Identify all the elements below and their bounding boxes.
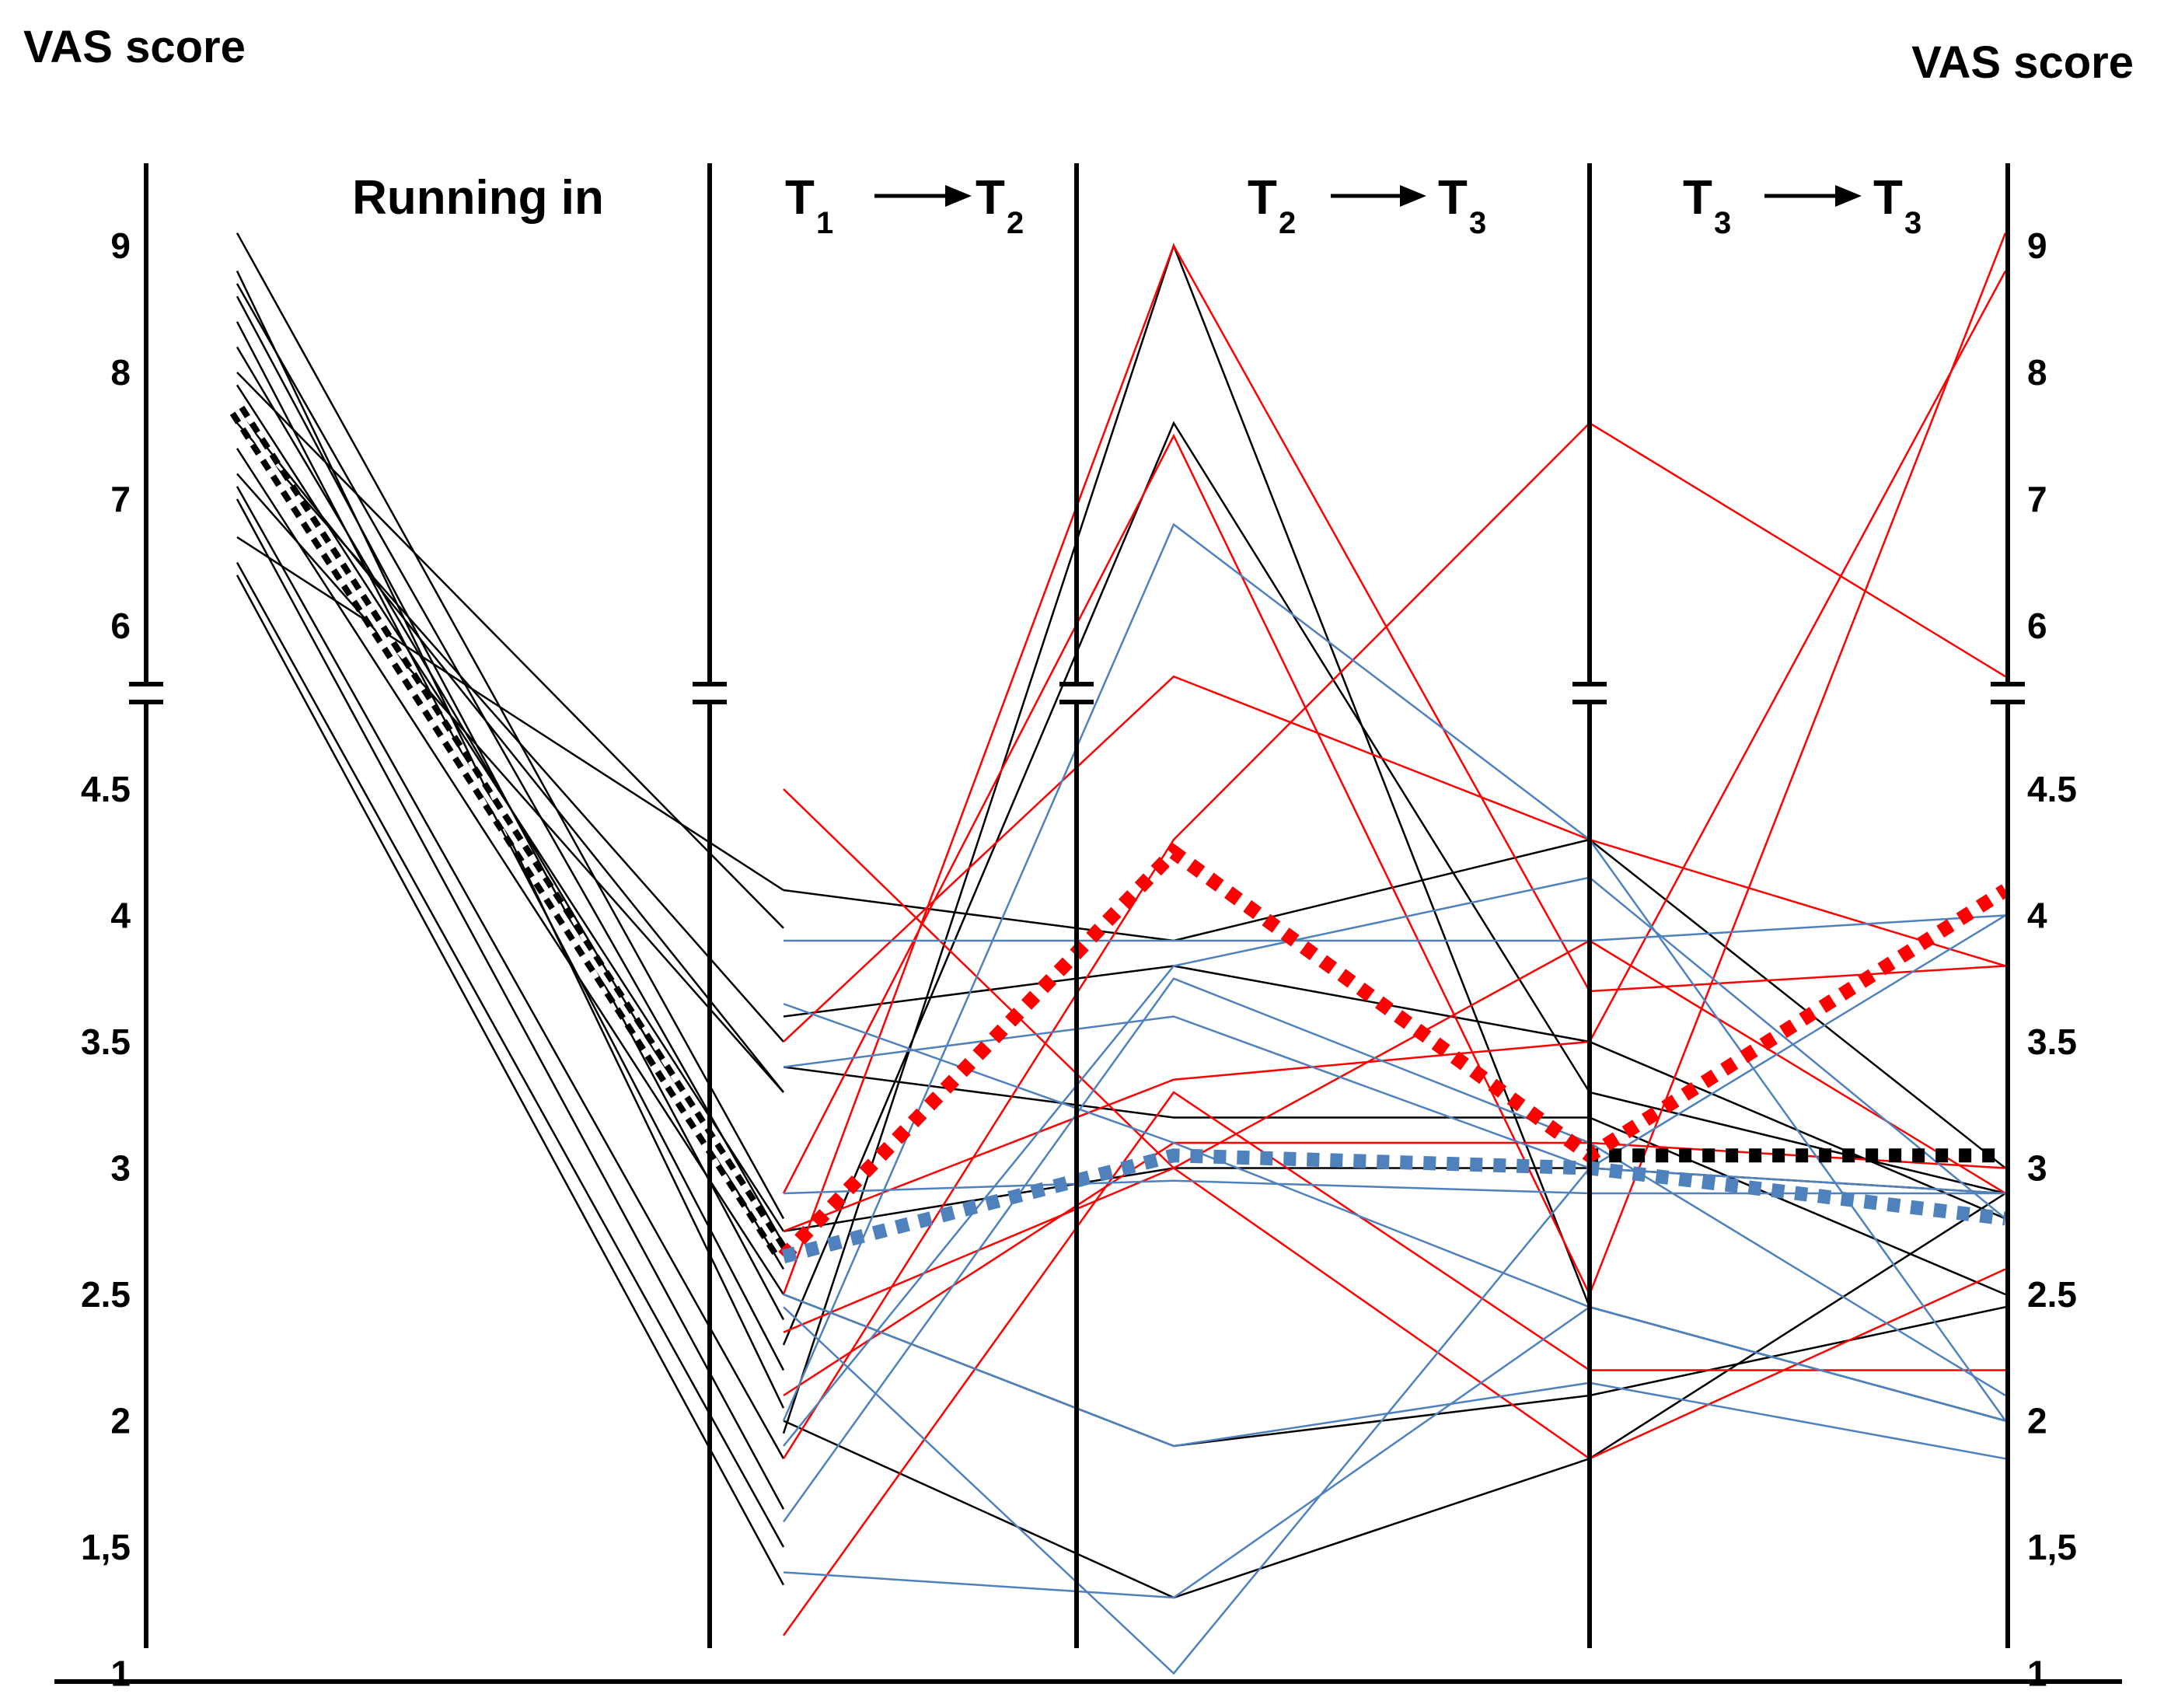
y-tick-label-left: 3	[110, 1148, 131, 1189]
running-in-line	[236, 422, 784, 1043]
patient-line-blue	[783, 876, 2006, 1447]
patient-line-black	[783, 1066, 2006, 1296]
running-in-line	[236, 448, 785, 1295]
mean-line-blue	[781, 1148, 2007, 1263]
y-tick-label-right: 1	[2027, 1654, 2047, 1694]
patient-line-blue	[783, 1015, 2006, 1195]
y-tick-label-right: 8	[2027, 352, 2047, 393]
y-tick-label-left: 8	[110, 352, 131, 393]
patient-line-red	[782, 232, 2007, 1298]
section-title-t3-t3-from-sub: 3	[1714, 206, 1731, 240]
patient-line-red	[782, 243, 2006, 1295]
running-in-line	[236, 536, 784, 892]
y-tick-label-right: 7	[2027, 479, 2047, 519]
section-title-t2-t3-to: T	[1438, 171, 1468, 225]
section-title-t3-t3-from: T	[1683, 171, 1712, 225]
patient-line-blue	[783, 914, 2006, 1675]
running-in-mean-core	[235, 409, 786, 1258]
mean-line-red	[778, 843, 2009, 1262]
running-in-line	[236, 410, 784, 1093]
y-tick-label-left: 2.5	[81, 1274, 131, 1315]
patient-line-black	[783, 1192, 2006, 1599]
patient-line-red	[783, 271, 2007, 1232]
y-tick-label-right: 2.5	[2027, 1274, 2077, 1315]
section-title-t2-t3-to-sub: 3	[1469, 206, 1486, 240]
y-tick-label-left: 9	[110, 225, 131, 266]
patient-line-blue	[782, 522, 2007, 1422]
running-in-line	[236, 473, 784, 1093]
section-title-t1-t2-from: T	[785, 171, 815, 225]
y-tick-label-right: 3.5	[2027, 1022, 2077, 1062]
y-tick-label-left: 4.5	[81, 769, 131, 809]
patient-line-blue	[783, 1305, 2006, 1599]
running-in-line	[236, 561, 785, 1548]
running-in-line	[236, 283, 785, 1245]
y-tick-label-left: 1	[110, 1654, 131, 1694]
y-tick-label-right: 4.5	[2027, 769, 2077, 809]
y-tick-label-right: 1,5	[2027, 1527, 2077, 1567]
y-tick-label-right: 4	[2027, 896, 2047, 936]
y-tick-label-left: 6	[110, 606, 131, 646]
running-in-line	[236, 498, 785, 1510]
patient-line-red	[782, 1091, 2005, 1636]
patient-line-blue	[782, 977, 2006, 1523]
y-tick-label-right: 2	[2027, 1401, 2047, 1441]
patient-line-blue	[784, 914, 2006, 942]
section-title-t2-t3-arrow-head	[1400, 185, 1426, 207]
y-tick-label-right: 6	[2027, 606, 2047, 646]
section-title-t3-t3-to-sub: 3	[1904, 206, 1921, 240]
y-tick-label-right: 9	[2027, 225, 2047, 266]
section-title-t1-t2-from-sub: 1	[816, 206, 833, 240]
y-tick-label-right: 3	[2027, 1148, 2047, 1189]
y-tick-label-left: 4	[110, 896, 131, 936]
y-tick-label-left: 2	[110, 1401, 131, 1441]
patient-line-red	[783, 675, 2006, 1043]
patient-line-blue	[783, 1293, 2006, 1460]
patient-line-black	[783, 838, 2006, 1169]
running-in-line	[236, 232, 785, 1220]
patient-line-red	[783, 788, 2006, 1195]
section-title-t2-t3-from-sub: 2	[1279, 206, 1296, 240]
axes	[54, 163, 2122, 1684]
y-tick-label-left: 3.5	[81, 1022, 131, 1062]
section-title-t3-t3-arrow-head	[1835, 185, 1862, 207]
y-tick-label-left: 1,5	[81, 1527, 131, 1567]
section-title-t1-t2-to: T	[976, 171, 1005, 225]
running-in-line	[236, 575, 785, 1586]
running-in-line	[236, 372, 784, 929]
running-in-line	[236, 486, 785, 1459]
section-title-t2-t3-from: T	[1248, 171, 1277, 225]
section-title-t1-t2-to-sub: 2	[1007, 206, 1024, 240]
patient-line-red	[783, 1141, 2006, 1397]
section-title-running-in: Running in	[352, 171, 604, 225]
section-title-t1-t2-arrow-head	[945, 185, 972, 207]
y-tick-label-left: 7	[110, 479, 131, 519]
y-axis-title-left: VAS score	[23, 22, 246, 72]
labels: VAS score VAS score 9 9 8 8 7 7 6 6 4.5 4.5 4 4 3.5 3…	[23, 22, 2134, 1694]
y-axis-title-right: VAS score	[1911, 37, 2134, 88]
section-title-t3-t3-to: T	[1873, 171, 1903, 225]
data-lines	[229, 232, 2009, 1675]
patient-line-red	[782, 421, 2006, 1459]
